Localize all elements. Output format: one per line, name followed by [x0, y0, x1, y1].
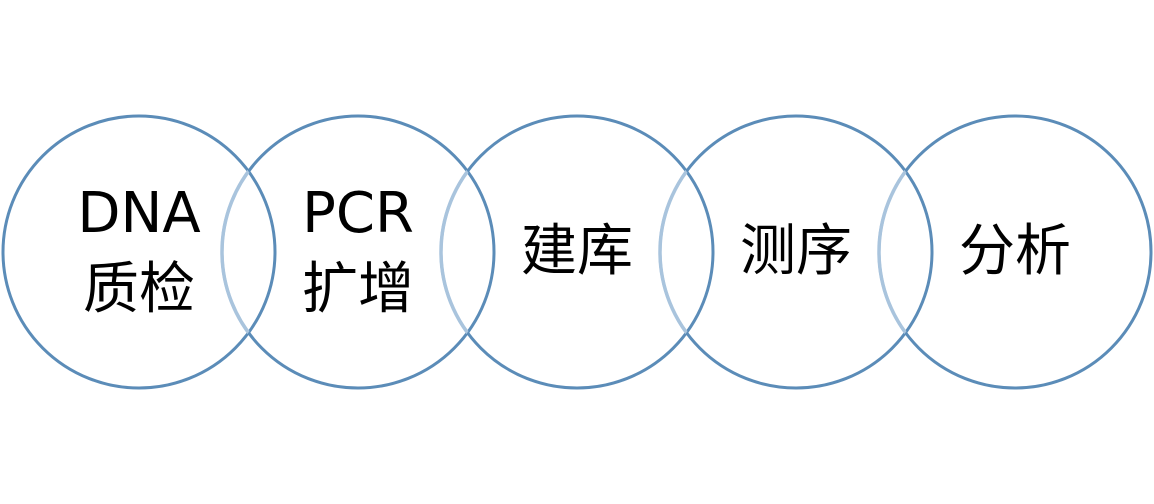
step-label-analysis: 分析 [895, 214, 1135, 290]
step-label-dna-qc: DNA 质检 [19, 176, 259, 328]
step-circle-dna-qc [1, 114, 277, 390]
step-label-line: 分析 [959, 219, 1071, 284]
step-label-library: 建库 [457, 214, 697, 290]
step-label-line: DNA [77, 181, 201, 246]
step-label-pcr: PCR 扩增 [238, 176, 478, 328]
overlap-arc-4 [877, 116, 932, 388]
step-label-line: 建库 [521, 219, 633, 284]
step-label-sequencing: 测序 [676, 214, 916, 290]
overlap-arc-2 [439, 116, 494, 388]
step-label-line: 质检 [83, 257, 195, 322]
overlap-arc-3 [658, 116, 713, 388]
overlap-arc-1 [220, 116, 275, 388]
step-label-line: PCR [302, 181, 414, 246]
step-label-line: 扩增 [302, 257, 414, 322]
step-label-line: 测序 [740, 219, 852, 284]
